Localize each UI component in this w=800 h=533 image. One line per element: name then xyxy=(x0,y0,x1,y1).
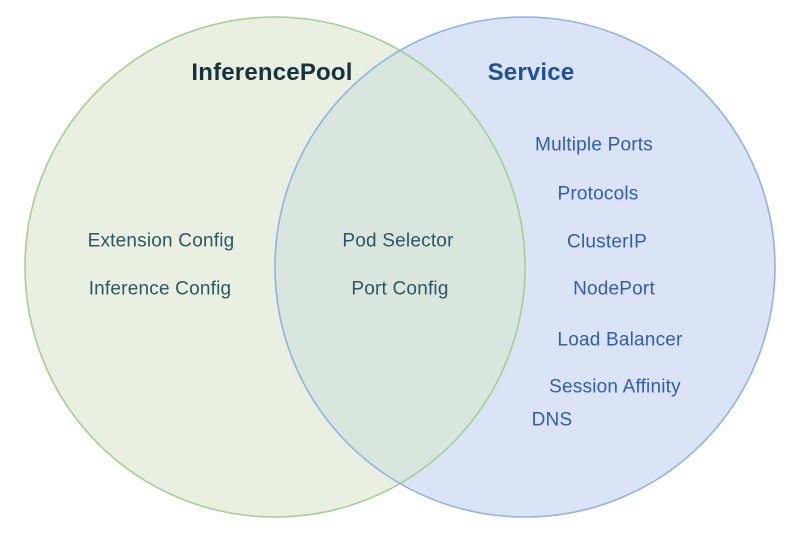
item-session-affinity: Session Affinity xyxy=(549,376,681,398)
item-clusterip: ClusterIP xyxy=(567,231,647,253)
inferencepool-title: InferencePool xyxy=(191,59,353,86)
item-dns: DNS xyxy=(531,409,573,431)
item-inference-config: Inference Config xyxy=(88,278,232,300)
item-extension-config: Extension Config xyxy=(87,230,235,252)
item-multiple-ports: Multiple Ports xyxy=(535,134,653,156)
item-pod-selector: Pod Selector xyxy=(342,230,454,252)
service-circle-outline xyxy=(274,16,776,518)
overlap-region xyxy=(275,17,525,517)
inferencepool-circle-outline xyxy=(24,16,526,518)
service-title: Service xyxy=(487,59,575,86)
item-port-config: Port Config xyxy=(351,278,449,300)
item-load-balancer: Load Balancer xyxy=(557,329,683,351)
item-protocols: Protocols xyxy=(557,183,639,205)
item-nodeport: NodePort xyxy=(573,278,655,300)
